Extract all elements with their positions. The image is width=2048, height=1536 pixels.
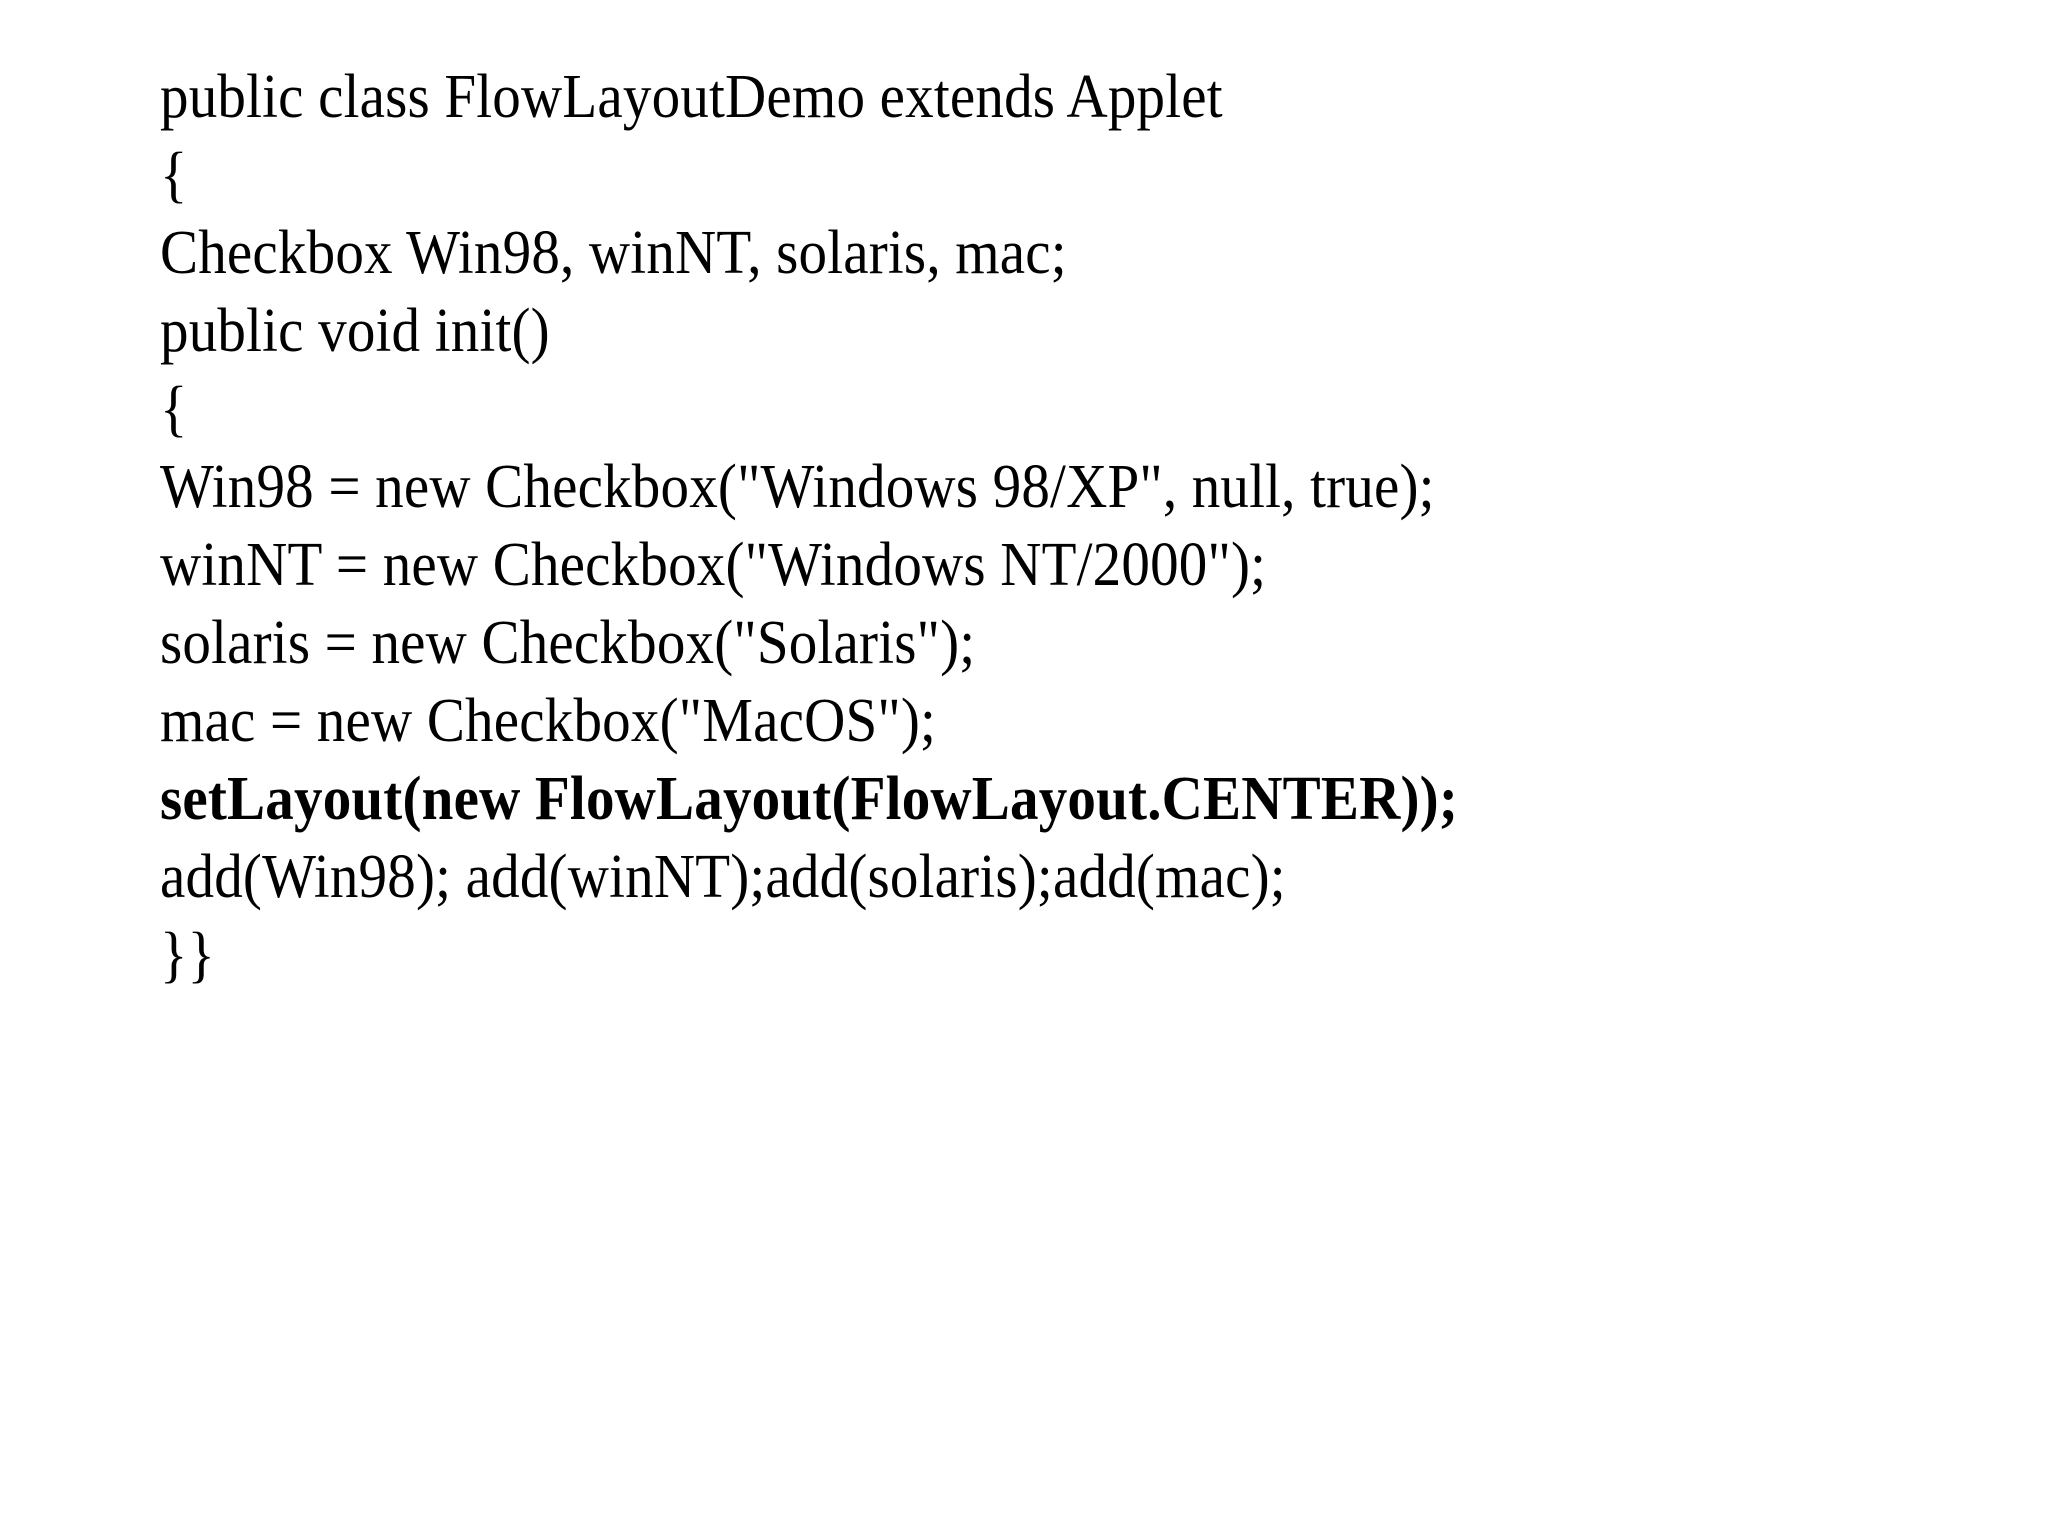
code-listing: public class FlowLayoutDemo extends Appl… — [160, 58, 1960, 994]
code-line: { — [160, 375, 188, 443]
code-line: winNT = new Checkbox("Windows NT/2000"); — [160, 531, 1267, 599]
code-line-highlighted: setLayout(new FlowLayout(FlowLayout.CENT… — [160, 765, 1459, 833]
code-line: public class FlowLayoutDemo extends Appl… — [160, 63, 1223, 131]
code-line: add(Win98); add(winNT);add(solaris);add(… — [160, 843, 1286, 911]
code-line: Win98 = new Checkbox("Windows 98/XP", nu… — [160, 453, 1435, 521]
code-line: mac = new Checkbox("MacOS"); — [160, 687, 937, 755]
code-line: }} — [160, 921, 216, 989]
code-line: Checkbox Win98, winNT, solaris, mac; — [160, 219, 1067, 287]
code-line: solaris = new Checkbox("Solaris"); — [160, 609, 976, 677]
code-line: public void init() — [160, 297, 550, 365]
code-line: { — [160, 141, 188, 209]
